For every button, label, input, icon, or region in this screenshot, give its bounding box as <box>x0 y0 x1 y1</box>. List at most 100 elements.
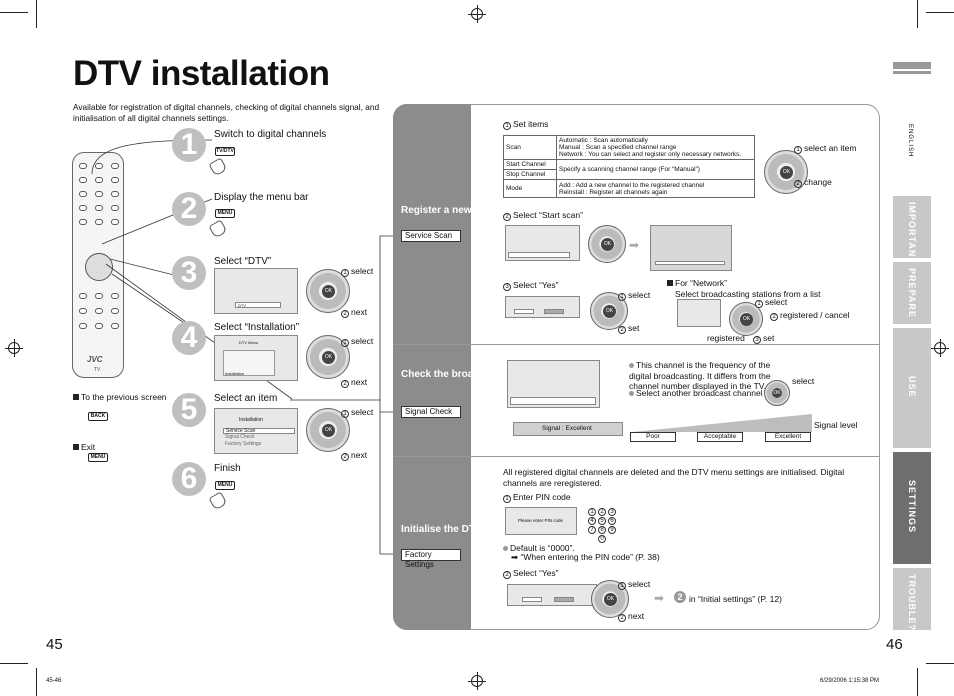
panel-sidebar <box>393 104 471 630</box>
level-excellent: Excellent <box>765 432 811 442</box>
step-number: 4 <box>172 321 206 355</box>
remote-button <box>95 293 103 299</box>
page-number-right: 46 <box>886 636 903 653</box>
crop-mark <box>917 0 918 28</box>
number-key: 5 <box>598 517 606 525</box>
ok-button: OK <box>603 305 616 318</box>
level-poor: Poor <box>630 432 676 442</box>
ok-button: OK <box>601 238 614 251</box>
osd-pin-entry: Please enter PIN code <box>505 507 577 535</box>
remote-control: JVC TV <box>72 152 124 378</box>
step-label: Switch to digital channels <box>214 129 327 140</box>
menu-key: MENU <box>215 481 235 490</box>
osd-installation: Installation Service Scan Signal Check F… <box>214 408 298 454</box>
step-label: Select an item <box>214 393 278 404</box>
number-key: 0 <box>598 535 606 543</box>
osd-network-list <box>677 299 721 327</box>
remote-button <box>111 219 119 225</box>
hand-icon <box>208 491 228 511</box>
remote-button <box>95 163 103 169</box>
intro-text: Available for registration of digital ch… <box>73 102 380 123</box>
exit-note: Exit <box>73 442 95 453</box>
remote-button <box>95 323 103 329</box>
remote-button <box>79 323 87 329</box>
page-title: DTV installation <box>73 54 330 93</box>
init-section-title: Initialise the DTV settings <box>401 524 523 535</box>
remote-button <box>111 323 119 329</box>
signal-level-label: Signal level <box>814 420 858 430</box>
remote-dial: OK <box>764 380 790 406</box>
ok-button: OK <box>322 351 335 364</box>
remote-dpad <box>85 253 113 281</box>
number-key: 2 <box>598 508 606 516</box>
remote-button <box>95 177 103 183</box>
arrow-right-icon: ➡ <box>654 591 665 605</box>
register-section-title: Register a new channel <box>401 205 513 216</box>
exit-key: MENU <box>88 453 108 462</box>
remote-dial: OK <box>588 225 626 263</box>
osd-menu-list <box>223 350 275 376</box>
osd-item-service-scan: Service Scan <box>223 428 295 434</box>
remote-button <box>79 219 87 225</box>
initial-settings-reference: in “Initial settings” (P. 12) <box>689 594 782 604</box>
ok-button: OK <box>322 424 335 437</box>
osd-signal-bar <box>510 397 596 405</box>
table-cell: Stop Channel <box>503 169 557 180</box>
step-number: 6 <box>172 462 206 496</box>
number-key: 3 <box>608 508 616 516</box>
arrow-right-icon: ➡ <box>629 238 640 252</box>
number-key: 8 <box>598 526 606 534</box>
crop-mark <box>926 12 954 13</box>
another-channel-note: Select another broadcast channel <box>629 388 763 399</box>
select-instruction: select <box>792 376 815 386</box>
connector-lines <box>290 235 400 555</box>
step-label: Select “DTV” <box>214 256 272 267</box>
remote-button <box>95 191 103 197</box>
ok-button: OK <box>740 313 753 326</box>
step-number: 5 <box>172 393 206 427</box>
header-bar <box>893 62 931 69</box>
osd-yes-button <box>522 597 542 602</box>
tab-use[interactable]: USE <box>893 328 931 448</box>
tab-settings[interactable]: SETTINGS <box>893 452 931 564</box>
osd-installation-title: Installation <box>239 417 263 423</box>
tab-english[interactable]: ENGLISH <box>893 118 931 192</box>
pin-reference: ➡ “When entering the PIN code” (P. 38) <box>511 552 660 562</box>
tab-trouble[interactable]: TROUBLE? <box>893 568 931 631</box>
step-label: Display the menu bar <box>214 192 309 203</box>
remote-button <box>79 163 87 169</box>
osd-confirm-dialog <box>507 584 597 606</box>
ok-button: OK <box>772 388 782 398</box>
number-key: 1 <box>588 508 596 516</box>
crop-mark <box>0 12 28 13</box>
osd-scan-progress <box>650 225 732 271</box>
registered-label: registered <box>707 333 745 343</box>
registration-mark <box>468 672 486 690</box>
tab-important[interactable]: IMPORTANT! <box>893 196 931 268</box>
osd-dtv-menu-title: DTV Menu <box>239 340 259 345</box>
tab-prepare[interactable]: PREPARE <box>893 262 931 324</box>
header-bar <box>893 71 931 74</box>
scan-settings-table: Scan Automatic : Scan automatically Manu… <box>503 135 755 198</box>
osd-signal-check <box>507 360 600 408</box>
registration-mark <box>468 5 486 23</box>
section-divider <box>393 344 880 345</box>
table-cell: Specify a scanning channel range (For “M… <box>556 159 755 180</box>
menu-key: MENU <box>215 209 235 218</box>
default-pin-note: Default is “0000”. <box>503 543 575 554</box>
crop-mark <box>36 668 37 696</box>
level-acceptable: Acceptable <box>697 432 743 442</box>
step-number: 3 <box>172 256 206 290</box>
remote-button <box>79 205 87 211</box>
remote-button <box>95 308 103 314</box>
